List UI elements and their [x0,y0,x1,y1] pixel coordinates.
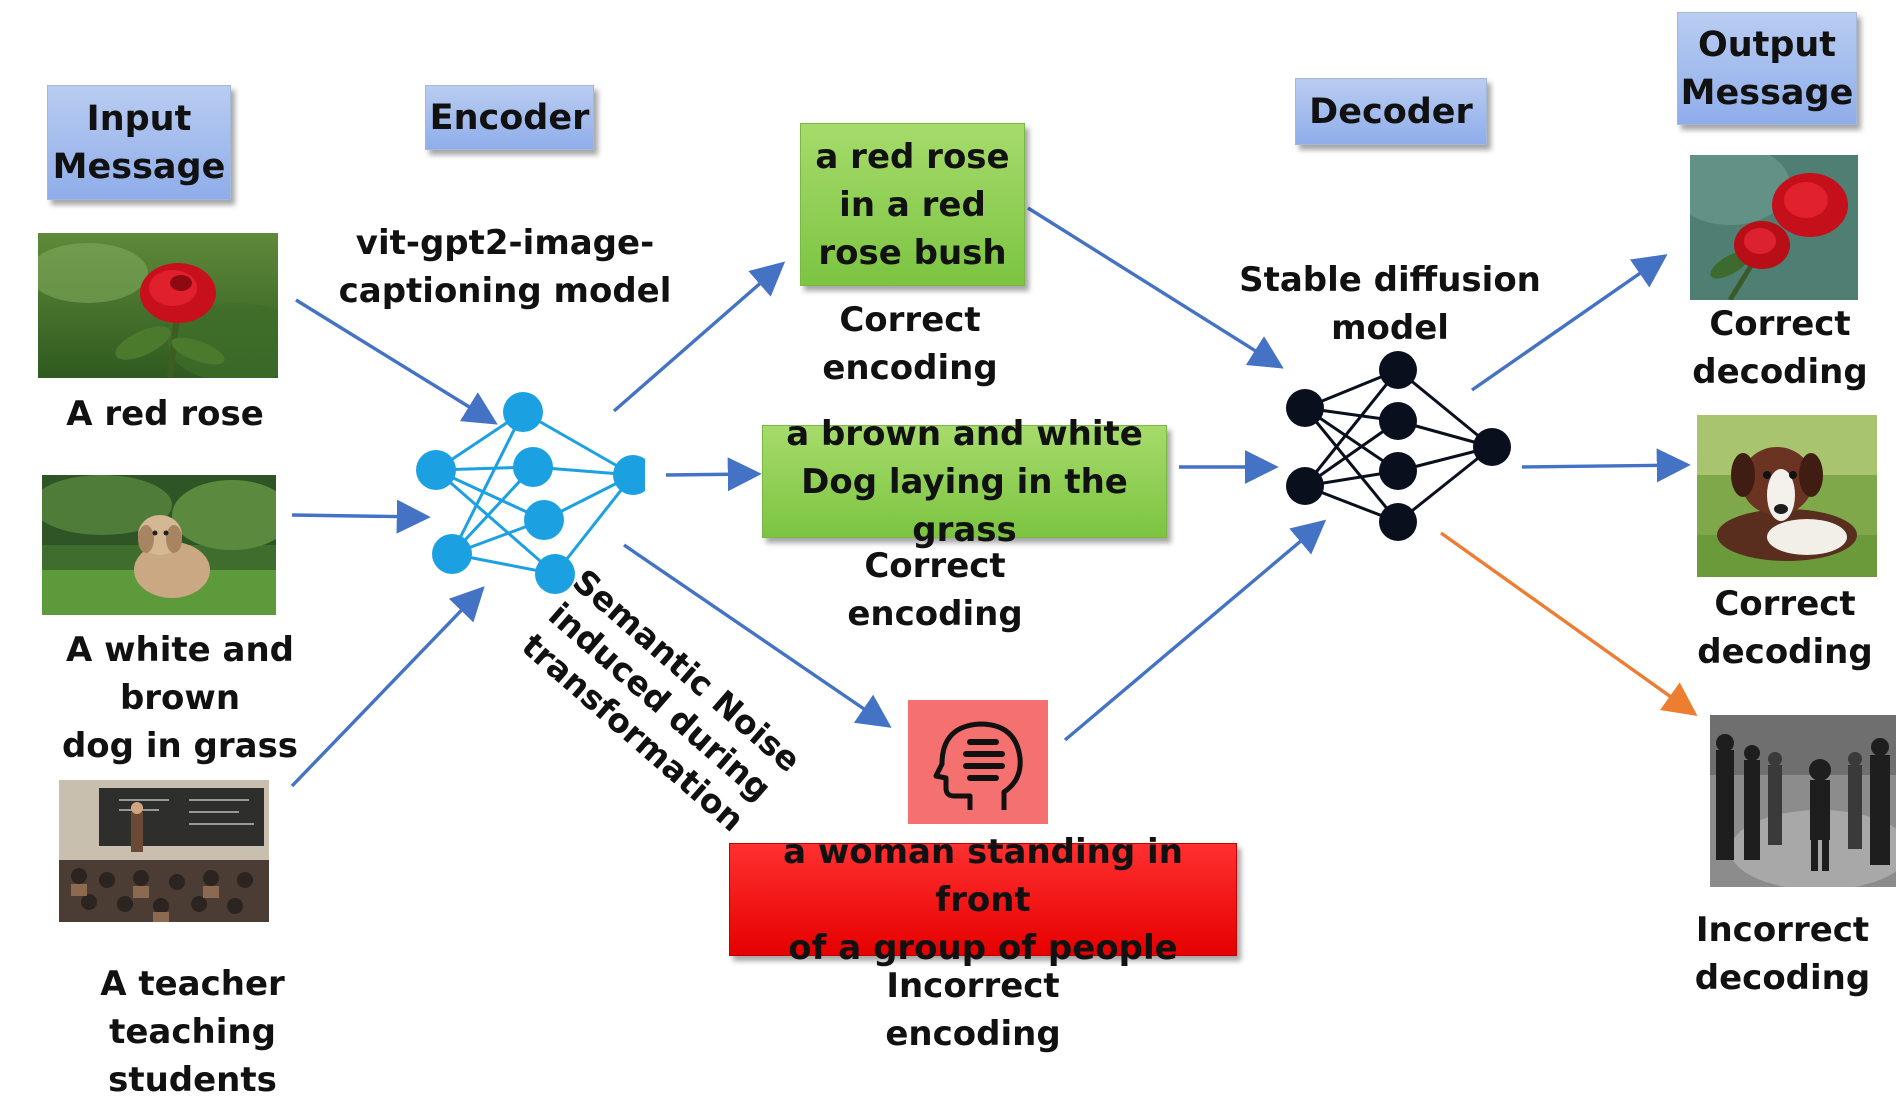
output-people-photo [1710,715,1896,887]
encoding-status-rose: Correct encoding [822,300,998,388]
input-rose-photo [38,233,278,378]
encoder-network-icon [416,392,645,594]
arrow-teacher-to-encoder [290,586,485,788]
input-message-header: Input Message [47,85,231,200]
arrow-decoder-to-output3 [1440,531,1698,716]
arrow-encoder-to-caption1 [612,261,786,413]
arrow-noise-to-decoder [1063,519,1327,742]
arrow-decoder-to-output2 [1521,448,1691,483]
caption-box-dog: a brown and white Dog laying in the gras… [762,414,1167,550]
input-dog-photo [42,475,276,615]
arrow-caption1-to-decoder [1027,206,1284,369]
decoder-model-label: Stable diffusion model [1239,260,1541,348]
arrows-layer [290,206,1698,788]
decoding-status-rose: Correct decoding [1692,304,1868,392]
encoder-model-label: vit-gpt2-image- captioning model [338,223,672,311]
arrow-encoder-to-caption2 [665,457,762,492]
output-message-header: Output Message [1677,12,1857,125]
diagram-stage: Input Message Encoder Decoder Output Mes… [38,12,1896,1100]
caption-box-rose: a red rose in a red rose bush [800,123,1025,286]
caption-box-woman: a woman standing in front of a group of … [729,832,1237,968]
input-label-rose: A red rose [66,394,264,434]
noise-head-icon [908,700,1048,824]
encoder-header: Encoder [425,85,594,150]
arrow-rose-to-encoder [295,298,498,425]
decoder-header: Decoder [1295,78,1487,145]
output-dog-photo [1697,415,1877,577]
arrow-encoder-to-noise [623,543,892,728]
arrow-dog-to-encoder [291,499,431,534]
encoding-status-woman: Incorrect encoding [885,966,1061,1054]
arrow-decoder-to-output1 [1471,254,1668,392]
decoding-status-people: Incorrect decoding [1694,910,1871,998]
input-label-dog: A white and brown dog in grass [61,630,299,766]
input-label-teacher: A teacher teaching students [100,964,285,1100]
decoder-network-icon [1286,351,1511,541]
encoding-status-dog: Correct encoding [847,546,1023,634]
decoding-status-dog: Correct decoding [1697,584,1873,672]
output-rose-photo [1690,155,1858,300]
input-teacher-photo [59,780,269,922]
